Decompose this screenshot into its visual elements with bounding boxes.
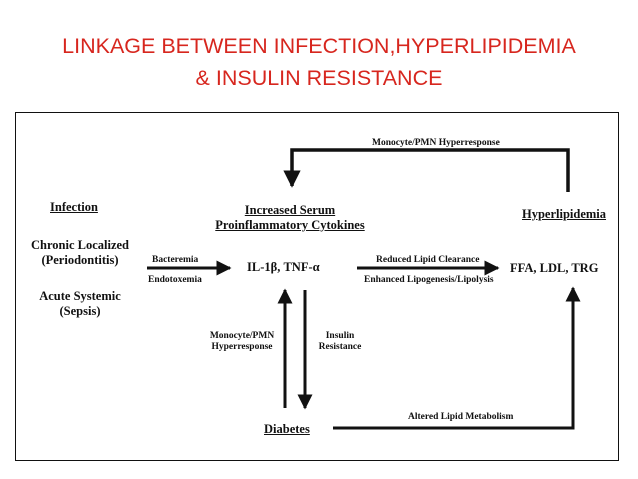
cytokines-heading-line-2: Proinflammatory Cytokines [215, 218, 365, 232]
edge-label-bacteremia: Bacteremia [152, 255, 199, 265]
acute-line-2: (Sepsis) [59, 304, 101, 318]
cytokines-node: IL-1β, TNF-α [247, 260, 320, 274]
edge-label-insulin-line-1: Insulin [325, 331, 355, 341]
edge-label-top-feedback: Monocyte/PMN Hyperresponse [372, 138, 500, 148]
edge-label-monocyte-up: Monocyte/PMN Hyperresponse [204, 331, 280, 354]
cytokines-heading-line-1: Increased Serum [244, 203, 336, 217]
edge-label-endotoxemia: Endotoxemia [148, 275, 202, 285]
edge-label-altered-metabolism: Altered Lipid Metabolism [408, 412, 514, 422]
infection-heading: Infection [50, 200, 98, 214]
edge-label-monocyte-up-line-1: Monocyte/PMN [209, 331, 275, 341]
hyperlipidemia-node: FFA, LDL, TRG [510, 261, 599, 275]
title-line-1: LINKAGE BETWEEN INFECTION,HYPERLIPIDEMIA [62, 34, 576, 58]
acute-line-1: Acute Systemic [39, 289, 121, 303]
acute-systemic-label: Acute Systemic (Sepsis) [28, 289, 132, 319]
chronic-line-2: (Periodontitis) [41, 253, 119, 267]
edge-label-reduced-clearance: Reduced Lipid Clearance [376, 255, 480, 265]
chronic-line-1: Chronic Localized [30, 238, 130, 252]
diabetes-heading: Diabetes [264, 422, 310, 436]
title-line-2: & INSULIN RESISTANCE [195, 66, 443, 90]
arrow-top-feedback [283, 148, 570, 192]
slide-title: LINKAGE BETWEEN INFECTION,HYPERLIPIDEMIA… [0, 30, 638, 94]
cytokines-heading: Increased Serum Proinflammatory Cytokine… [200, 203, 380, 233]
arrow-diabetes-to-hyperlipidemia [333, 286, 581, 430]
chronic-localized-label: Chronic Localized (Periodontitis) [28, 238, 132, 268]
hyperlipidemia-heading: Hyperlipidemia [522, 207, 607, 221]
edge-label-monocyte-up-line-2: Hyperresponse [211, 342, 273, 353]
edge-label-insulin-line-2: Resistance [318, 342, 362, 353]
edge-label-enhanced-lipogenesis: Enhanced Lipogenesis/Lipolysis [364, 275, 494, 285]
edge-label-insulin-resistance: Insulin Resistance [312, 331, 368, 354]
diagram-frame [15, 112, 619, 461]
